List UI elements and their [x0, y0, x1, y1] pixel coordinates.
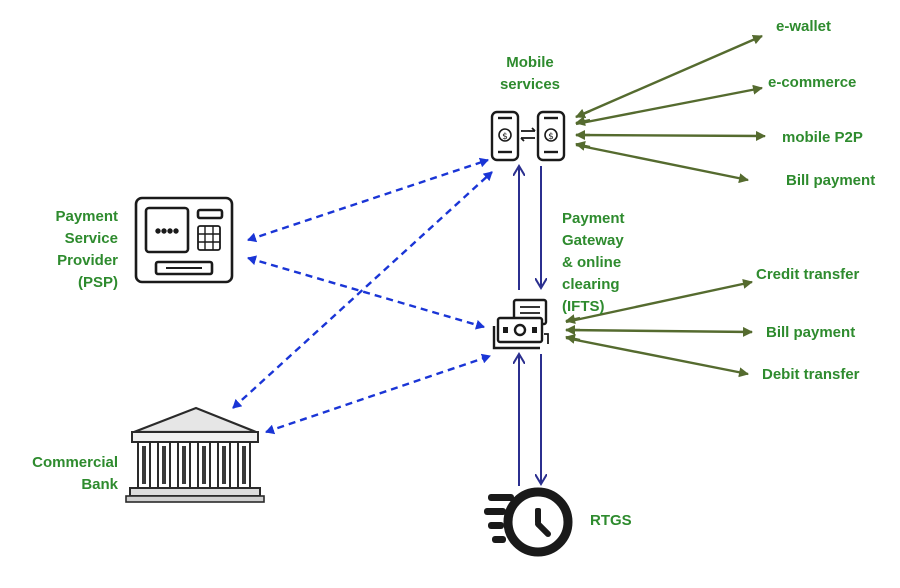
cash-payment-icon [492, 298, 549, 350]
dashed-connection-arrows [232, 157, 493, 435]
dashed-bank-gateway [265, 353, 491, 435]
service-bill-payment-gateway: Bill payment [766, 324, 856, 341]
svg-text:$: $ [502, 132, 508, 142]
service-bill-payment-mobile: Bill payment [786, 172, 876, 189]
gateway-service-arrows [565, 279, 753, 378]
payment-gateway-label: Payment Gateway & online clearing (IFTS) [562, 210, 625, 315]
arrow-to-mobile-p2p [575, 130, 766, 141]
service-e-commerce: e-commerce [768, 74, 857, 91]
arrow-to-bill-payment-mobile [575, 143, 749, 184]
mobile-services-label: Mobile services [499, 54, 561, 93]
service-mobile-p2p: mobile P2P [782, 129, 863, 146]
commercial-bank-label: Commercial Bank [32, 454, 118, 493]
two-phones-exchange-icon: $ $ [490, 110, 566, 162]
service-credit-transfer: Credit transfer [756, 266, 860, 283]
psp-label: Payment Service Provider (PSP) [55, 208, 118, 291]
fast-clock-icon [484, 487, 573, 557]
rtgs-label: RTGS [590, 512, 632, 529]
svg-text:$: $ [548, 132, 554, 142]
atm-icon [134, 196, 234, 284]
service-debit-transfer: Debit transfer [762, 366, 860, 383]
dashed-bank-mobile [232, 171, 493, 409]
vertical-flow-arrows [519, 166, 541, 486]
dashed-psp-gateway [247, 255, 485, 330]
dashed-psp-mobile [247, 157, 489, 243]
arrow-to-e-commerce [575, 84, 763, 126]
arrow-to-debit-transfer [565, 336, 749, 378]
arrow-to-credit-transfer [565, 279, 753, 324]
arrow-to-e-wallet [575, 34, 763, 119]
arrow-to-bill-payment-gateway [565, 326, 753, 337]
service-e-wallet: e-wallet [776, 18, 832, 35]
bank-building-icon [125, 406, 265, 503]
mobile-service-arrows [575, 34, 766, 184]
